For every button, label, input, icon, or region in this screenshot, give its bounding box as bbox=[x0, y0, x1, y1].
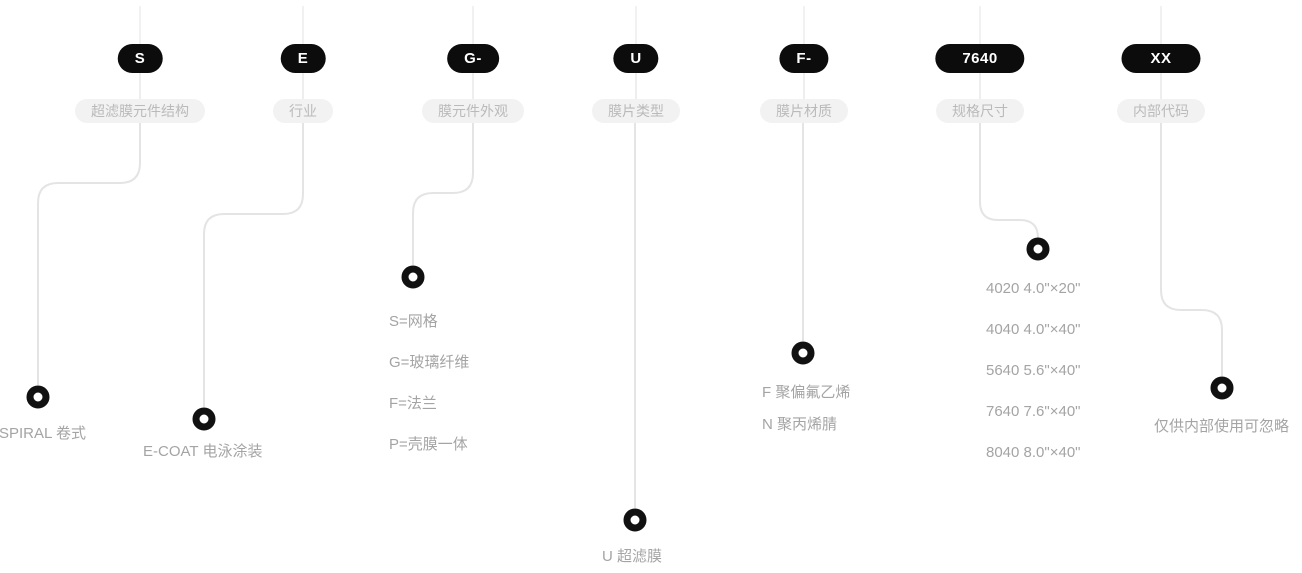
connector-industry bbox=[203, 123, 304, 407]
value-label: G=玻璃纤维 bbox=[389, 354, 470, 371]
top-stub-lines bbox=[139, 6, 1162, 44]
value-label: 4020 4.0"×20" bbox=[986, 280, 1081, 297]
ring-marker bbox=[26, 385, 50, 409]
category-label-structure: 超滤膜元件结构 bbox=[75, 99, 205, 123]
value-label: F=法兰 bbox=[389, 395, 437, 412]
code-badge-appearance: G- bbox=[447, 44, 499, 73]
value-label: 8040 8.0"×40" bbox=[986, 444, 1081, 461]
code-badge-structure: S bbox=[117, 44, 163, 73]
category-label-size: 规格尺寸 bbox=[936, 99, 1024, 123]
value-label: N 聚丙烯腈 bbox=[762, 416, 838, 433]
code-badge-size: 7640 bbox=[935, 44, 1025, 73]
connector-structure bbox=[37, 123, 141, 385]
value-label: F 聚偏氟乙烯 bbox=[762, 384, 851, 401]
value-label: 7640 7.6"×40" bbox=[986, 403, 1081, 420]
value-label: E-COAT 电泳涂装 bbox=[143, 443, 263, 460]
value-label: 仅供内部使用可忽略 bbox=[1154, 418, 1290, 435]
category-label-industry: 行业 bbox=[273, 99, 333, 123]
category-label-appearance: 膜元件外观 bbox=[422, 99, 524, 123]
category-label-membrane-type: 膜片类型 bbox=[592, 99, 680, 123]
code-badge-industry: E bbox=[280, 44, 326, 73]
value-label: 4040 4.0"×40" bbox=[986, 321, 1081, 338]
code-badge-membrane-type: U bbox=[613, 44, 659, 73]
code-badge-internal: XX bbox=[1121, 44, 1201, 73]
ring-marker bbox=[623, 508, 647, 532]
value-label: P=壳膜一体 bbox=[389, 436, 468, 453]
value-label: SPIRAL 卷式 bbox=[0, 425, 86, 442]
ring-marker bbox=[401, 265, 425, 289]
ring-marker bbox=[1210, 376, 1234, 400]
code-badge-material: F- bbox=[779, 44, 829, 73]
value-label: S=网格 bbox=[389, 313, 438, 330]
category-label-internal: 内部代码 bbox=[1117, 99, 1205, 123]
mid-stub-lines bbox=[139, 73, 1162, 99]
category-label-material: 膜片材质 bbox=[760, 99, 848, 123]
ring-marker bbox=[192, 407, 216, 431]
value-label: 5640 5.6"×40" bbox=[986, 362, 1081, 379]
connector-internal bbox=[1160, 123, 1223, 376]
ring-marker bbox=[1026, 237, 1050, 261]
ring-marker bbox=[791, 341, 815, 365]
connector-appearance bbox=[412, 123, 474, 265]
value-label: U 超滤膜 bbox=[602, 548, 663, 565]
connector-size bbox=[979, 123, 1039, 239]
